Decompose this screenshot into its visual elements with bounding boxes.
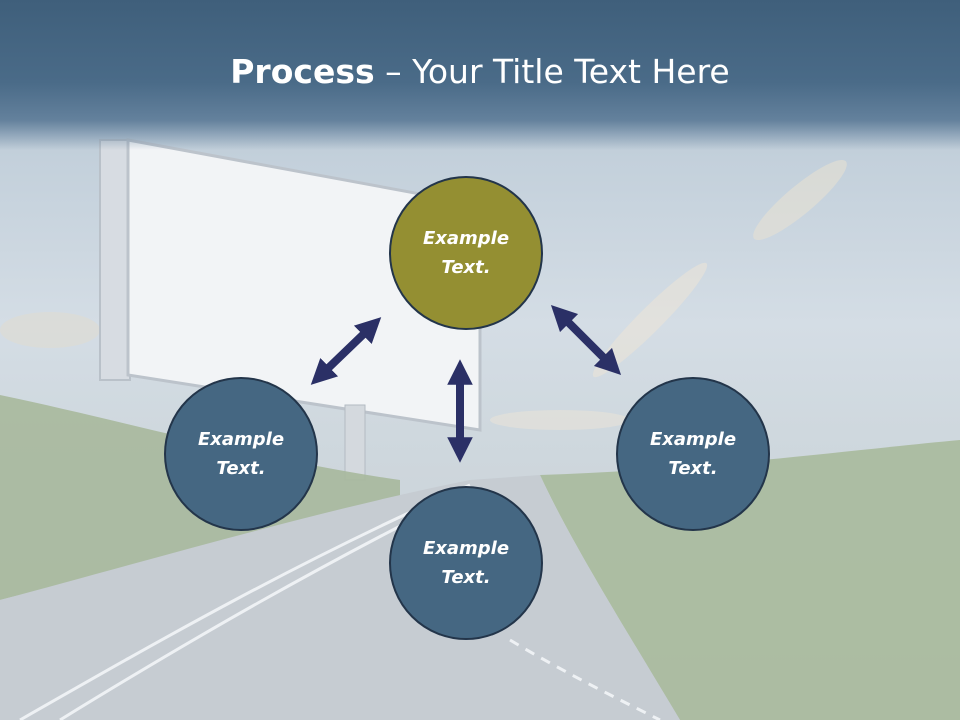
title-bold: Process (230, 52, 375, 91)
process-node-right: Example Text. (616, 377, 770, 531)
arrow-top-right (550, 304, 622, 376)
node-right-label: Example Text. (649, 429, 737, 479)
process-node-bottom: Example Text. (389, 486, 543, 640)
arrow-top-left (310, 317, 382, 385)
node-top-label: Example Text. (422, 228, 510, 278)
node-bottom-label: Example Text. (422, 538, 510, 588)
title-band (0, 0, 960, 150)
process-node-left: Example Text. (164, 377, 318, 531)
title-rest: – Your Title Text Here (374, 52, 730, 91)
process-node-top: Example Text. (389, 176, 543, 330)
slide-title: Process – Your Title Text Here (0, 52, 960, 91)
node-left-label: Example Text. (197, 429, 285, 479)
